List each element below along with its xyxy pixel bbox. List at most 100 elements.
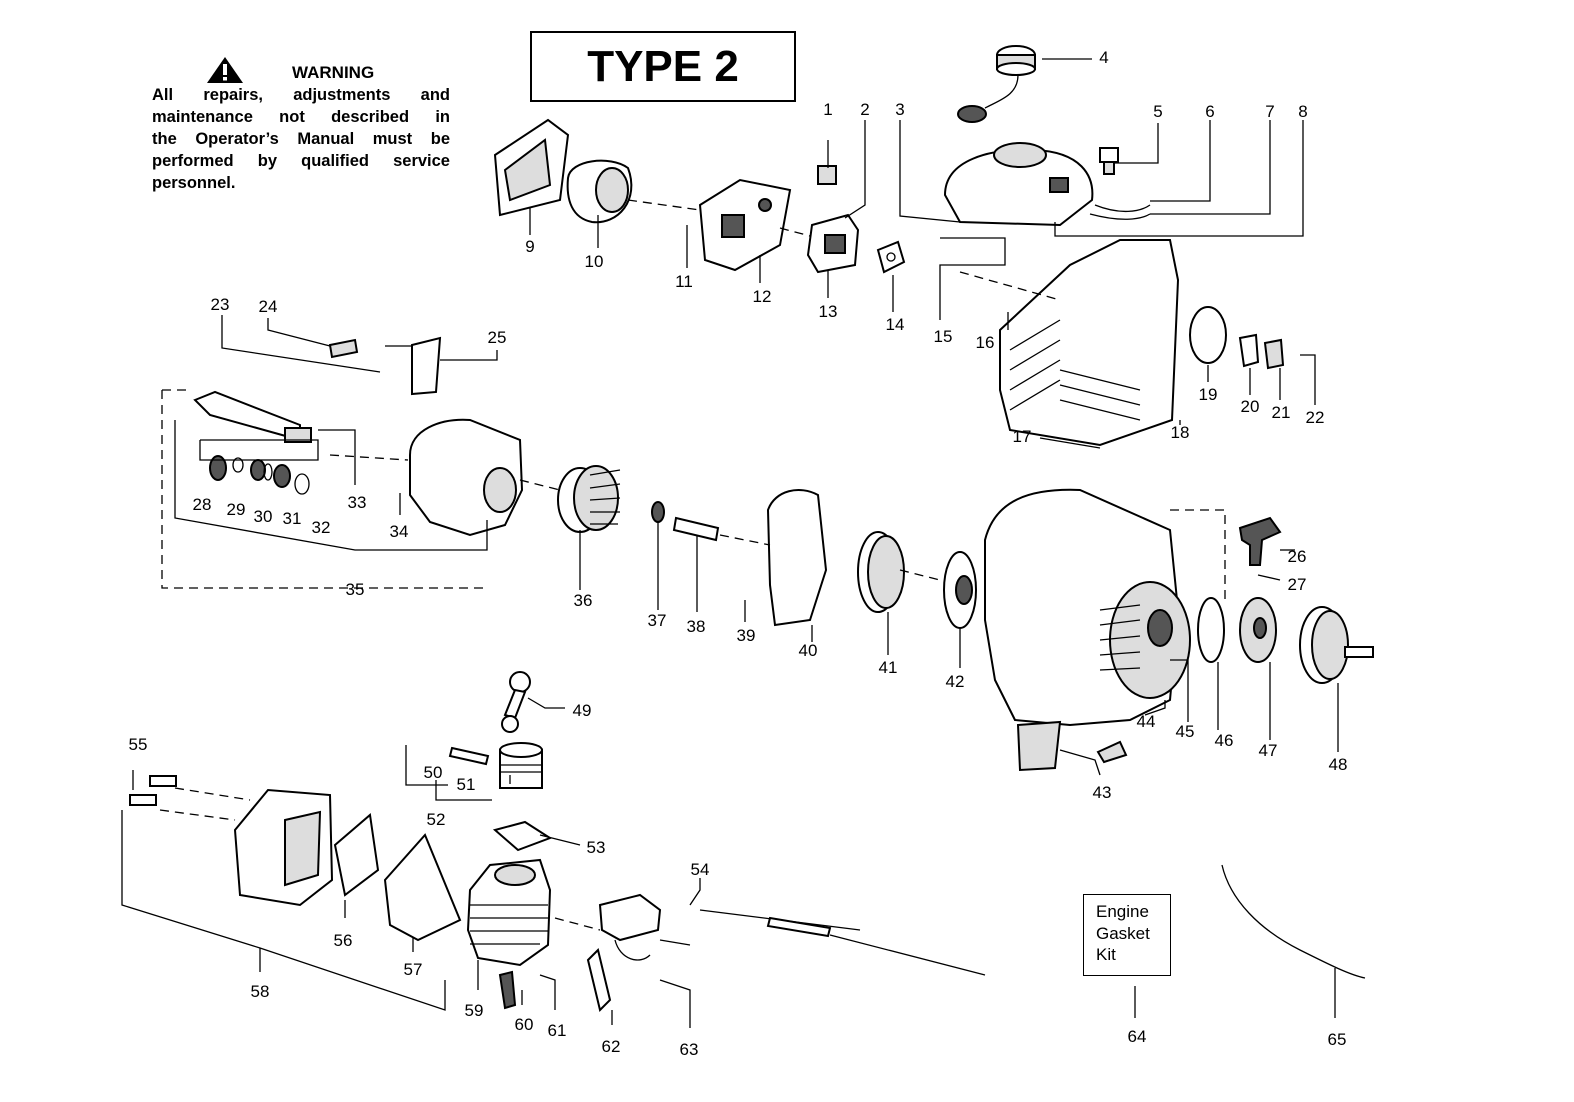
part-rings: [209, 455, 310, 495]
warning-triangle-icon: [207, 57, 243, 83]
part-pawl-plate: [1239, 597, 1277, 663]
part-bolt: [149, 775, 177, 787]
callout-8: 8: [1298, 102, 1307, 121]
callout-5: 5: [1153, 102, 1162, 121]
part-air-filter: [566, 159, 633, 224]
warning-header: WARNING: [206, 57, 450, 84]
callout-3: 3: [895, 100, 904, 119]
part-bolt: [129, 794, 157, 806]
kit-line: Kit: [1096, 945, 1116, 964]
part-muffler-gasket: [333, 813, 380, 897]
kit-line: Gasket: [1096, 923, 1150, 943]
callout-7: 7: [1265, 102, 1274, 121]
callout-65: 65: [1328, 1030, 1347, 1049]
part-ignition-coil: [586, 893, 662, 1012]
callout-12: 12: [753, 287, 772, 306]
callout-38: 38: [687, 617, 706, 636]
warning-line: the Operator’s Manual must be: [152, 130, 450, 148]
leader-lines: [121, 58, 1339, 1028]
callout-21: 21: [1272, 403, 1291, 422]
callout-9: 9: [525, 237, 534, 256]
callout-45: 45: [1176, 722, 1195, 741]
warning-line: maintenance not described in: [152, 108, 450, 126]
part-fuel-tank: [943, 142, 1151, 227]
part-pulley: [857, 531, 905, 613]
part-piston: [448, 742, 543, 789]
part-pin: [672, 516, 720, 542]
callout-55: 55: [129, 735, 148, 754]
part-gasket: [876, 240, 906, 274]
kit-line: Engine: [1096, 902, 1149, 921]
callout-22: 22: [1306, 408, 1325, 427]
part-throttle-cable: [699, 909, 986, 976]
callout-10: 10: [585, 252, 604, 271]
callout-51: 51: [457, 775, 476, 794]
callout-53: 53: [587, 838, 606, 857]
callout-60: 60: [515, 1015, 534, 1034]
warning-line: performed by qualified service: [152, 152, 450, 170]
part-small-plate: [1096, 740, 1128, 764]
part-clip: [1238, 333, 1260, 368]
callout-20: 20: [1241, 397, 1260, 416]
callout-49: 49: [573, 701, 592, 720]
part-clip: [1263, 338, 1285, 370]
callout-52: 52: [427, 810, 446, 829]
callout-58: 58: [251, 982, 270, 1001]
warning-notice: WARNING All repairs, adjustments and mai…: [152, 57, 450, 194]
callout-59: 59: [465, 1001, 484, 1020]
callout-27: 27: [1288, 575, 1307, 594]
callout-44: 44: [1137, 712, 1156, 731]
callout-18: 18: [1171, 423, 1190, 442]
part-o-ring: [1189, 306, 1227, 364]
callout-28: 28: [193, 495, 212, 514]
callout-46: 46: [1215, 731, 1234, 750]
part-spark-plug: [498, 970, 517, 1010]
callout-37: 37: [648, 611, 667, 630]
callout-23: 23: [211, 295, 230, 314]
part-rear-housing: [984, 488, 1191, 772]
part-connecting-rod: [501, 671, 531, 733]
part-carb-plate: [698, 178, 792, 272]
warning-body: All repairs, adjustments and maintenance…: [152, 84, 450, 194]
callout-56: 56: [334, 931, 353, 950]
callout-33: 33: [348, 493, 367, 512]
part-bracket: [411, 336, 442, 396]
callout-42: 42: [946, 672, 965, 691]
callout-15: 15: [934, 327, 953, 346]
callout-31: 31: [283, 509, 302, 528]
callout-40: 40: [799, 641, 818, 660]
callout-62: 62: [602, 1037, 621, 1056]
part-washer: [651, 501, 665, 523]
part-heat-shield: [383, 833, 462, 942]
part-flywheel: [557, 465, 621, 533]
callout-61: 61: [548, 1021, 567, 1040]
callout-32: 32: [312, 518, 331, 537]
callout-57: 57: [404, 960, 423, 979]
callout-64: 64: [1128, 1027, 1147, 1046]
callout-4: 4: [1099, 48, 1108, 67]
engine-gasket-kit-box: Engine Gasket Kit: [1083, 894, 1171, 976]
part-cylinder: [466, 858, 552, 967]
part-disk: [1197, 597, 1225, 663]
callout-36: 36: [574, 591, 593, 610]
part-fuel-cap: [957, 45, 1036, 123]
part-wire: [1221, 864, 1366, 979]
part-clutch-drum: [1299, 606, 1374, 684]
callout-19: 19: [1199, 385, 1218, 404]
callout-47: 47: [1259, 741, 1278, 760]
part-carburetor: [806, 213, 860, 274]
part-air-filter-cover: [493, 118, 570, 217]
callout-14: 14: [886, 315, 905, 334]
callout-50: 50: [424, 763, 443, 782]
part-primer-bulb: [1099, 147, 1119, 175]
part-starter-plate: [943, 551, 977, 629]
callout-24: 24: [259, 297, 278, 316]
warning-title: WARNING: [292, 63, 375, 82]
callout-2: 2: [860, 100, 869, 119]
callout-43: 43: [1093, 783, 1112, 802]
part-shroud: [766, 489, 828, 627]
part-engine-housing: [999, 239, 1180, 447]
callout-48: 48: [1329, 755, 1348, 774]
